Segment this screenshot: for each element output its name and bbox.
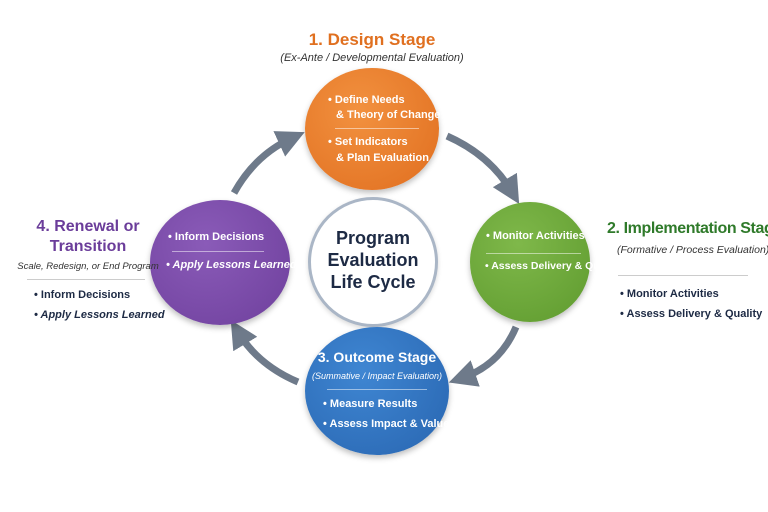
renewal-title: 4. Renewal or Transition <box>0 217 176 257</box>
outcome-circle: 3. Outcome Stage (Summative / Impact Eva… <box>305 327 449 455</box>
center-title-2: Evaluation <box>327 250 419 270</box>
outcome-subtitle: (Summative / Impact Evaluation) <box>311 371 443 381</box>
implementation-side-bullet: • Monitor Activities <box>620 288 719 300</box>
implementation-circle: • Monitor Activities • Assess Delivery &… <box>470 202 621 322</box>
implementation-side-bullet: • Assess Delivery & Quality <box>620 308 763 320</box>
design-bullet-cont: & Plan Evaluation <box>336 152 429 164</box>
implementation-bullet: • Assess Delivery & Quality <box>485 260 621 272</box>
arrow-renewal-to-design <box>230 131 305 195</box>
renewal-bullet: • Apply Lessons Learned <box>166 259 297 271</box>
center-circle: Program Evaluation Life Cycle <box>308 197 438 327</box>
design-bullet: • Set Indicators <box>328 136 408 148</box>
design-subtitle: (Ex-Ante / Developmental Evaluation) <box>280 52 464 64</box>
outcome-bullet: • Measure Results <box>323 398 418 410</box>
implementation-subtitle: (Formative / Process Evaluation) <box>617 244 768 256</box>
outcome-bullet: • Assess Impact & Value <box>323 418 450 430</box>
renewal-bullet: • Inform Decisions <box>168 231 265 243</box>
divider <box>27 279 145 280</box>
implementation-title: 2. Implementation Stage <box>607 220 768 237</box>
arrow-implementation-to-outcome <box>448 325 520 387</box>
renewal-title-1: 4. Renewal or <box>36 218 140 235</box>
implementation-bullet: • Monitor Activities <box>486 230 585 242</box>
design-title: 1. Design Stage <box>308 30 436 49</box>
renewal-side-bullet: • Inform Decisions <box>34 289 131 301</box>
arrow-design-to-implementation <box>445 132 520 205</box>
renewal-subtitle: Scale, Redesign, or End Program <box>17 261 159 272</box>
arrow-outcome-to-renewal <box>230 320 300 386</box>
renewal-side-bullet: • Apply Lessons Learned <box>34 309 165 321</box>
divider <box>618 275 748 276</box>
renewal-circle: • Inform Decisions • Apply Lessons Learn… <box>150 200 297 325</box>
design-bullet-cont: & Theory of Change <box>336 109 441 121</box>
design-circle: • Define Needs & Theory of Change • Set … <box>305 68 441 190</box>
outcome-title: 3. Outcome Stage <box>317 349 437 365</box>
center-title-1: Program <box>335 228 411 248</box>
renewal-title-2: Transition <box>49 238 127 255</box>
center-title-3: Life Cycle <box>330 272 416 292</box>
design-bullet: • Define Needs <box>328 94 405 106</box>
